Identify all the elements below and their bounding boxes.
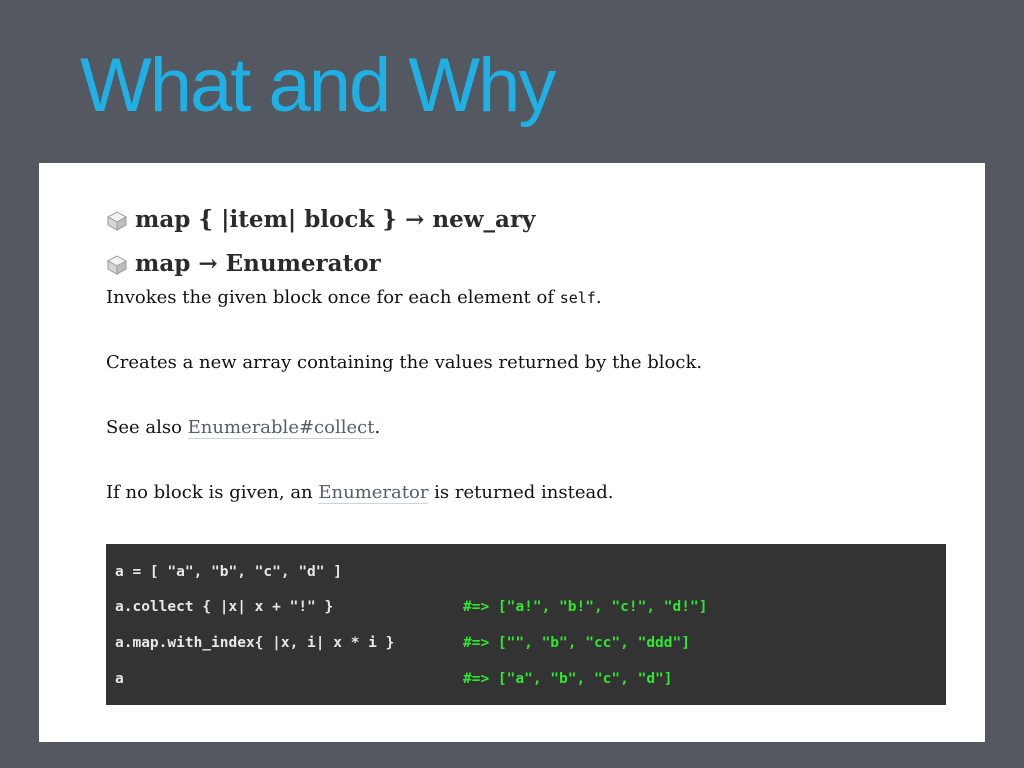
text: Invokes the given block once for each el… <box>106 287 560 308</box>
text: See also <box>106 417 188 438</box>
see-also-paragraph: See also Enumerable#collect. <box>106 417 381 439</box>
code-source: a <box>115 671 124 687</box>
code-result: #=> ["a", "b", "c", "d"] <box>463 671 673 687</box>
slide-title: What and Why <box>80 43 556 128</box>
method-icon <box>105 252 129 276</box>
signature-text: map { |item| block } → new_ary <box>135 206 536 233</box>
code-source: a.map.with_index{ |x, i| x * i } <box>115 635 395 651</box>
method-signature-enumerator[interactable]: map → Enumerator <box>105 250 381 277</box>
description-paragraph: Creates a new array containing the value… <box>106 352 702 373</box>
enumerable-collect-link[interactable]: Enumerable#collect <box>187 417 375 439</box>
enumerator-link[interactable]: Enumerator <box>318 482 429 504</box>
code-result: #=> ["a!", "b!", "c!", "d!"] <box>463 599 708 615</box>
text: . <box>595 287 602 308</box>
code-line: a #=> ["a", "b", "c", "d"] <box>115 671 673 687</box>
method-signature-block[interactable]: map { |item| block } → new_ary <box>105 206 535 233</box>
text: is returned instead. <box>428 482 614 503</box>
no-block-paragraph: If no block is given, an Enumerator is r… <box>106 482 614 504</box>
method-icon <box>105 208 129 232</box>
code-line: a = [ "a", "b", "c", "d" ] <box>115 564 463 580</box>
inline-code: self <box>559 289 596 307</box>
signature-text: map → Enumerator <box>135 250 381 277</box>
description-paragraph: Invokes the given block once for each el… <box>106 287 602 308</box>
code-line: a.map.with_index{ |x, i| x * i } #=> [""… <box>115 635 690 651</box>
code-example: a = [ "a", "b", "c", "d" ] a.collect { |… <box>106 544 946 705</box>
text: Creates a new array containing the value… <box>106 352 703 373</box>
code-result: #=> ["", "b", "cc", "ddd"] <box>463 635 690 651</box>
code-source: a = [ "a", "b", "c", "d" ] <box>115 564 342 580</box>
code-line: a.collect { |x| x + "!" } #=> ["a!", "b!… <box>115 599 707 615</box>
text: . <box>374 417 381 438</box>
code-source: a.collect { |x| x + "!" } <box>115 599 334 615</box>
documentation-panel: map { |item| block } → new_ary map → Enu… <box>39 163 985 742</box>
text: If no block is given, an <box>106 482 319 503</box>
